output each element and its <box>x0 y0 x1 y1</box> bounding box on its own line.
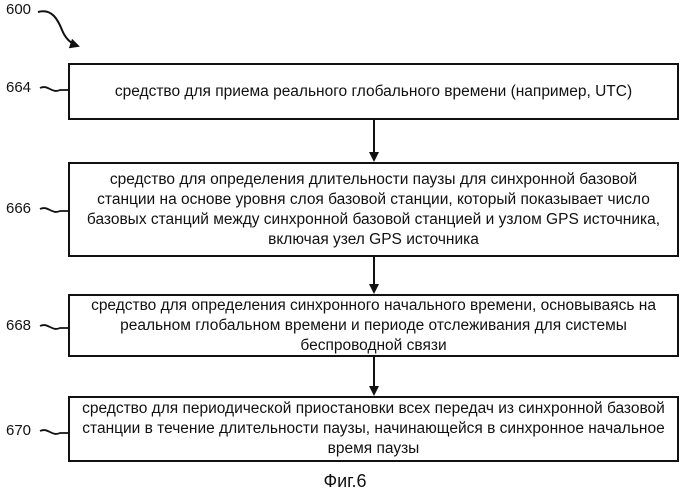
step-text-suspend-transmissions: средство для периодической приостановки … <box>82 399 665 459</box>
step-text-determine-pause-duration: средство для определения длительности па… <box>87 170 660 250</box>
step-text-receive-global-time: средство для приема реального глобальног… <box>115 82 632 102</box>
leader-line-666 <box>40 208 68 212</box>
leader-line-668 <box>40 325 68 329</box>
figure-reference-number: 600 <box>6 2 31 18</box>
step-reference-664: 664 <box>6 80 31 96</box>
figure-ref-arrow <box>38 11 78 46</box>
step-reference-666: 666 <box>6 201 31 217</box>
leader-line-670 <box>40 430 68 434</box>
step-box-determine-pause-duration: средство для определения длительности па… <box>68 162 679 257</box>
step-text-determine-start-time: средство для определения синхронного нач… <box>91 296 656 356</box>
step-box-receive-global-time: средство для приема реального глобальног… <box>68 63 679 120</box>
step-reference-670: 670 <box>6 423 31 439</box>
leader-line-664 <box>40 87 68 91</box>
step-reference-668: 668 <box>6 318 31 334</box>
step-box-suspend-transmissions: средство для периодической приостановки … <box>68 396 679 462</box>
step-box-determine-start-time: средство для определения синхронного нач… <box>68 294 679 357</box>
figure-caption: Фиг.6 <box>0 470 690 492</box>
